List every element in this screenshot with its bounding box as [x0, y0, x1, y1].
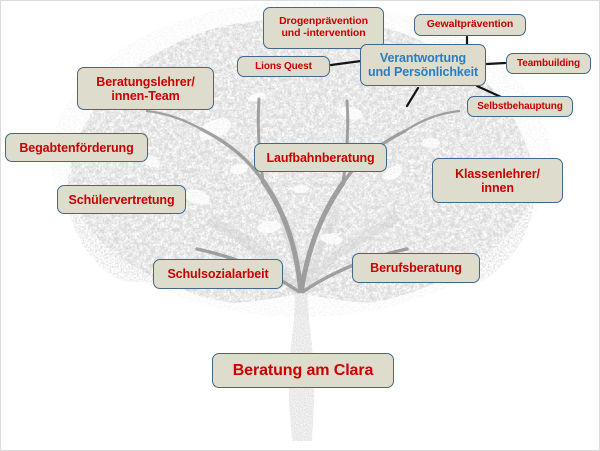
connector-lionsquest-central	[329, 59, 363, 67]
node-label: Verantwortung und Persönlichkeit	[367, 51, 479, 79]
node-label: Gewaltprävention	[426, 18, 514, 31]
node-label: Lions Quest	[255, 60, 312, 72]
node-selbstbehauptung[interactable]: Selbstbehauptung	[467, 96, 573, 117]
node-label: Berufsberatung	[370, 261, 462, 275]
connector-central-stub	[405, 86, 420, 108]
node-label: Schulsozialarbeit	[167, 267, 269, 281]
node-label: Schülervertretung	[68, 192, 175, 207]
node-laufbahnberatung[interactable]: Laufbahnberatung	[254, 143, 387, 172]
node-label: Teambuilding	[516, 57, 581, 69]
node-gewaltpraevention[interactable]: Gewaltprävention	[414, 14, 526, 36]
node-label: Laufbahnberatung	[266, 150, 375, 165]
node-beratung-am-clara-root[interactable]: Beratung am Clara	[212, 353, 394, 388]
node-teambuilding[interactable]: Teambuilding	[506, 53, 591, 74]
node-drogenpraevention[interactable]: Drogenprävention und -intervention	[263, 7, 384, 49]
node-verantwortung-und-persoenlichkeit[interactable]: Verantwortung und Persönlichkeit	[360, 44, 486, 86]
node-beratungslehrer-innen-team[interactable]: Beratungslehrer/ innen-Team	[77, 67, 214, 110]
node-label: Beratung am Clara	[232, 361, 374, 379]
node-berufsberatung[interactable]: Berufsberatung	[352, 253, 480, 283]
node-label: Klassenlehrer/ innen	[455, 166, 540, 195]
tree-trunk	[207, 209, 401, 441]
node-schulsozialarbeit[interactable]: Schulsozialarbeit	[153, 259, 283, 289]
node-label: Beratungslehrer/ innen-Team	[96, 74, 195, 103]
node-label: Selbstbehauptung	[477, 100, 563, 112]
node-begabtenfoerderung[interactable]: Begabtenförderung	[5, 133, 148, 162]
connector-central-teambuilding	[485, 61, 507, 66]
node-lions-quest[interactable]: Lions Quest	[237, 56, 330, 77]
node-klassenlehrer-innen[interactable]: Klassenlehrer/ innen	[432, 158, 563, 203]
node-label: Drogenprävention und -intervention	[279, 15, 368, 39]
node-label: Begabtenförderung	[19, 140, 134, 155]
node-schuelervertretung[interactable]: Schülervertretung	[57, 185, 186, 214]
